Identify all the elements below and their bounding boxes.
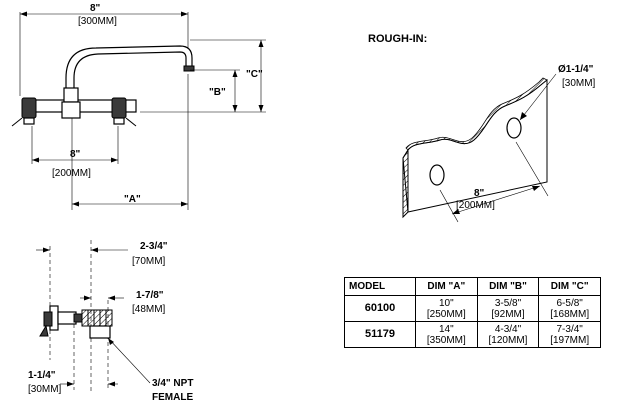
left-hole — [429, 164, 445, 186]
nut-metric: [30MM] — [28, 384, 62, 395]
rough-in-title: ROUGH-IN: — [368, 33, 427, 45]
dim-c-cell: 6-5/8"[168MM] — [538, 295, 601, 322]
hole-diameter-imperial: Ø1-1/4" — [558, 64, 594, 75]
dim-b-cell: 3-5/8"[92MM] — [476, 295, 540, 322]
header-dim-b: DIM "B" — [476, 277, 540, 296]
depth-metric: [70MM] — [132, 256, 166, 267]
right-handle — [111, 97, 137, 127]
table-row: 51179 14"[350MM] 4-3/4"[120MM] 7-3/4"[19… — [344, 321, 601, 348]
spout — [65, 45, 193, 91]
model-cell: 60100 — [344, 295, 416, 322]
nut-imperial: 1-1/4" — [28, 370, 56, 381]
dim-b-label: "B" — [209, 87, 226, 98]
right-hole — [506, 117, 522, 139]
dim-a-label: "A" — [124, 194, 141, 205]
dim-c-cell: 7-3/4"[197MM] — [538, 321, 601, 348]
dim-a-cell: 10"[250MM] — [415, 295, 478, 322]
table-row: 60100 10"[250MM] 3-5/8"[92MM] 6-5/8"[168… — [344, 295, 601, 322]
table-header-row: MODEL DIM "A" DIM "B" DIM "C" — [344, 277, 601, 296]
dimension-table: MODEL DIM "A" DIM "B" DIM "C" 60100 10"[… — [344, 277, 601, 348]
hole-spacing-metric: [200MM] — [456, 200, 495, 211]
hole-spacing-imperial: 8" — [474, 188, 485, 199]
rough-in-view: ROUGH-IN: Ø1-1/4" [30MM] 8" [200MM] — [368, 33, 596, 223]
model-cell: 51179 — [344, 321, 416, 348]
depth-imperial: 2-3/4" — [140, 241, 168, 252]
threaded-shank — [81, 309, 113, 327]
side-view: 2-3/4" [70MM] 1-7/8" [48MM] 1-1/4" [30MM… — [28, 240, 193, 403]
dim-a-cell: 14"[350MM] — [415, 321, 478, 348]
left-handle — [11, 97, 37, 127]
front-view: 8" [300MM] "B" "C — [11, 3, 266, 210]
center-width-metric: [200MM] — [52, 168, 91, 179]
header-dim-c: DIM "C" — [538, 277, 601, 296]
thread-spec: 3/4" NPT — [152, 378, 193, 389]
top-width-imperial: 8" — [90, 3, 101, 14]
header-dim-a: DIM "A" — [415, 277, 478, 296]
thread-type: FEMALE — [152, 392, 193, 403]
center-width-imperial: 8" — [70, 149, 81, 160]
shank-metric: [48MM] — [132, 304, 166, 315]
hole-diameter-metric: [30MM] — [562, 78, 596, 89]
dim-c-label: "C" — [246, 69, 263, 80]
top-width-metric: [300MM] — [78, 16, 117, 27]
shank-imperial: 1-7/8" — [136, 290, 164, 301]
header-model: MODEL — [344, 277, 416, 296]
dim-b-cell: 4-3/4"[120MM] — [476, 321, 540, 348]
